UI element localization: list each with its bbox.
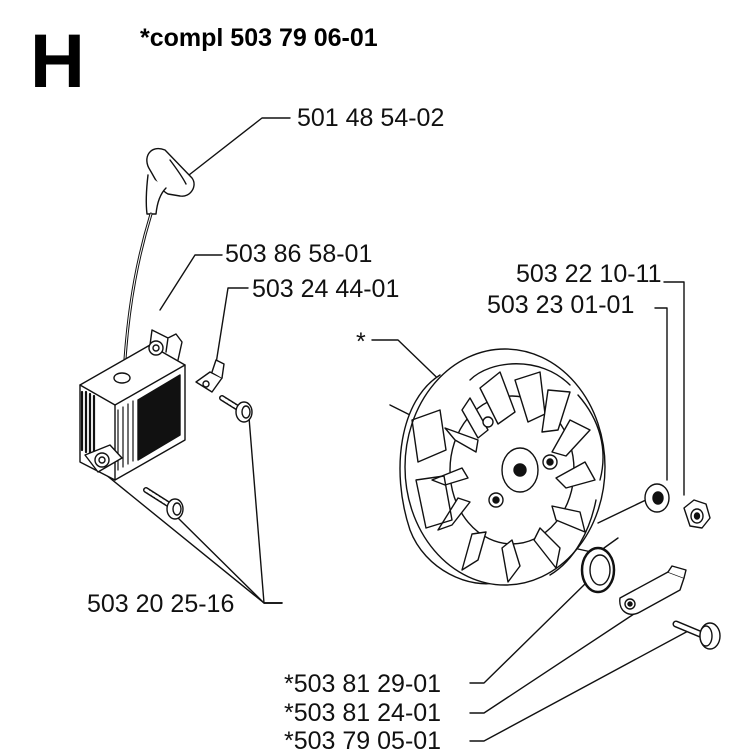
flywheel xyxy=(399,348,606,586)
washer xyxy=(644,483,670,513)
callout-cable-clamp: 503 24 44-01 xyxy=(252,275,400,303)
module-screw-upper xyxy=(219,395,253,423)
spring xyxy=(580,537,619,594)
leader-lines xyxy=(99,117,691,742)
callout-nut: 503 22 10-11 xyxy=(516,260,662,288)
callout-spark-plug-cap: 501 48 54-02 xyxy=(297,104,445,132)
spark-plug-cap xyxy=(122,147,195,377)
callout-pawl-bolt: *503 79 05-01 xyxy=(284,727,442,755)
section-letter: H xyxy=(30,19,85,104)
callout-module-screws: 503 20 25-16 xyxy=(87,590,235,618)
callout-pawl: *503 81 24-01 xyxy=(284,699,442,727)
assembly-label: *compl 503 79 06-01 xyxy=(140,24,378,52)
callout-spring: *503 81 29-01 xyxy=(284,670,442,698)
callout-washer: 503 23 01-01 xyxy=(487,291,635,319)
module-screw-lower xyxy=(143,487,184,520)
pawl-bolt xyxy=(672,620,721,650)
callout-ignition-module: 503 86 58-01 xyxy=(225,240,373,268)
cable-clamp xyxy=(195,359,225,393)
pawl xyxy=(619,565,687,616)
nut xyxy=(683,499,711,529)
ignition-module xyxy=(79,329,186,481)
callout-flywheel: * xyxy=(356,328,366,356)
